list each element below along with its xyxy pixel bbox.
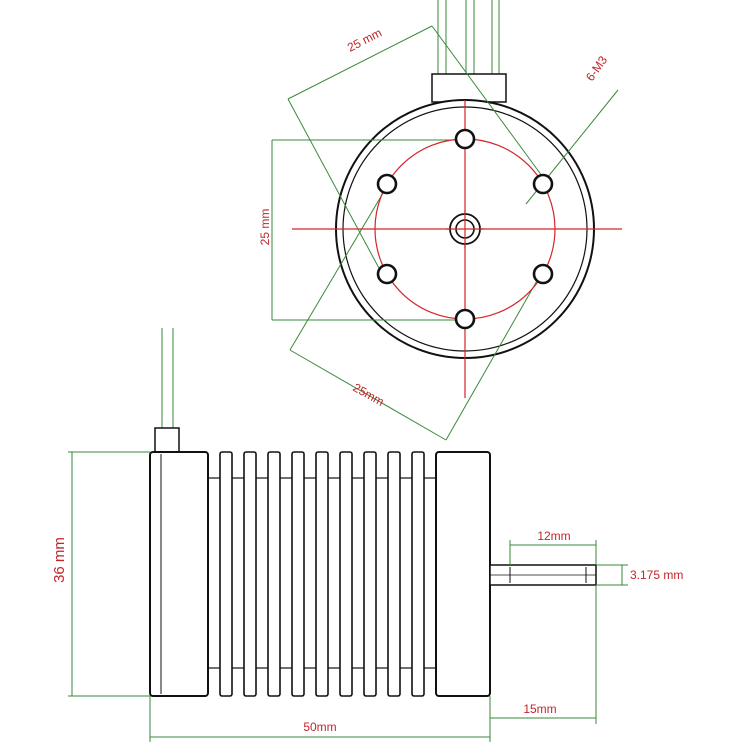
mounting-hole [532, 173, 554, 195]
side-view-rear-cap [149, 451, 209, 697]
mounting-hole [532, 263, 554, 285]
mounting-hole [376, 173, 398, 195]
dim-label-top-diag: 25 mm [345, 26, 384, 55]
front-view-dimension-lines [271, 25, 619, 441]
front-view-connector [431, 73, 507, 103]
dim-label-height: 36 mm [51, 537, 68, 583]
side-view-dimension-lines [68, 451, 628, 742]
dim-label-shaft-diameter: 3.175 mm [630, 568, 683, 582]
mounting-holes [376, 128, 554, 330]
cooling-fin [363, 451, 377, 697]
cooling-fins [207, 451, 437, 697]
cooling-fin [219, 451, 233, 697]
front-view-wires [437, 0, 500, 76]
cooling-fin [267, 451, 281, 697]
cooling-fin [243, 451, 257, 697]
side-view: 36 mm 12mm 3.175 mm 15mm 50mm [51, 328, 683, 742]
front-view: 25 mm 25 mm 25mm 6-M3 [258, 0, 622, 441]
mounting-hole [376, 263, 398, 285]
cooling-fin [315, 451, 329, 697]
dim-label-holes: 6-M3 [583, 53, 610, 84]
dim-label-shaft-extension: 15mm [523, 702, 556, 716]
side-view-connector [154, 427, 180, 453]
cooling-fin [411, 451, 425, 697]
mounting-hole [454, 128, 476, 150]
cooling-fin [387, 451, 401, 697]
dim-label-lower-diag: 25mm [351, 380, 387, 408]
dim-label-left-vertical: 25 mm [258, 209, 272, 246]
mounting-hole [454, 308, 476, 330]
dim-label-body-length: 50mm [303, 720, 336, 734]
cooling-fin [291, 451, 305, 697]
side-view-front-cap [435, 451, 491, 697]
dim-label-shaft-length: 12mm [537, 529, 570, 543]
cooling-fin [339, 451, 353, 697]
